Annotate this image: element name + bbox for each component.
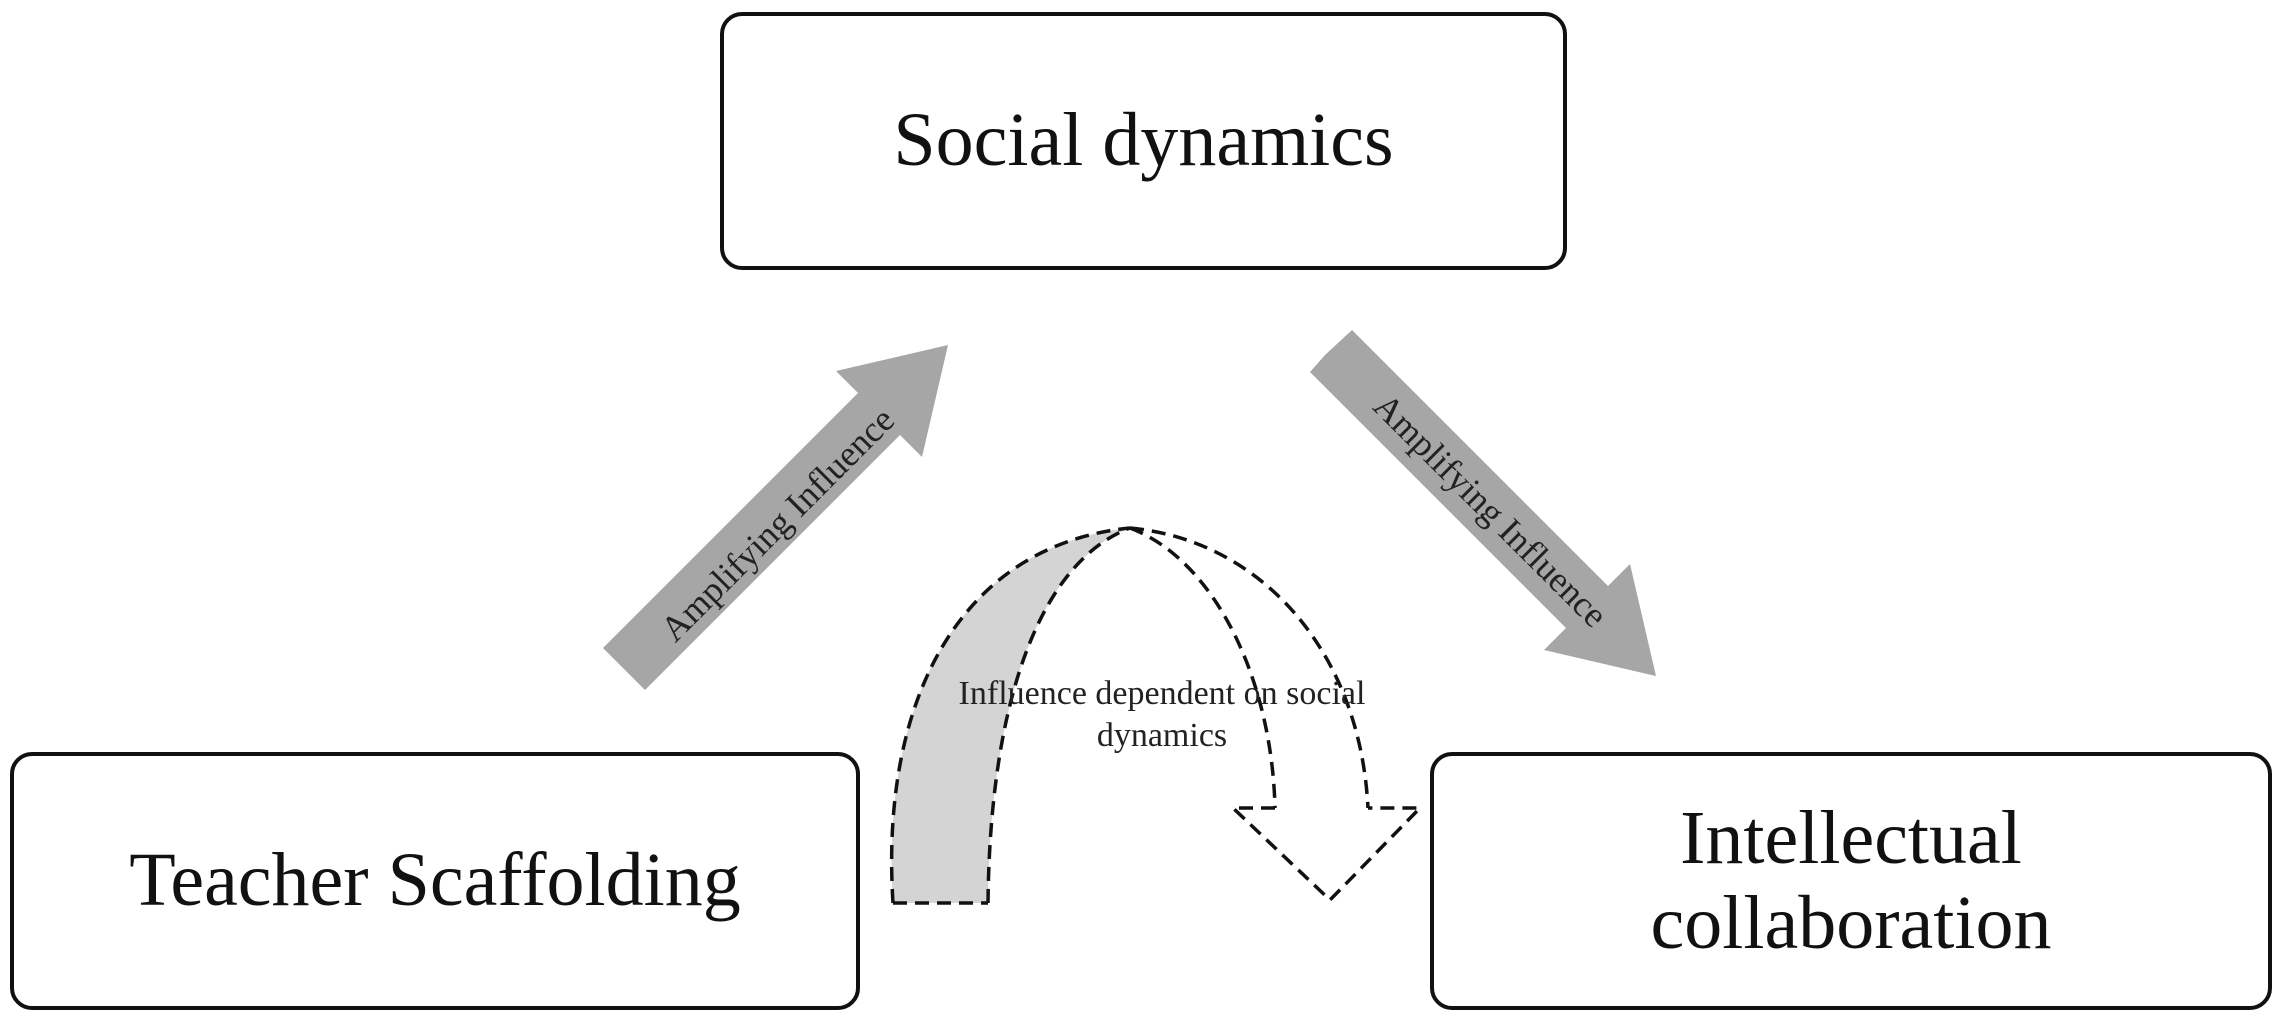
curved-arrow-label-line2: dynamics (1097, 717, 1227, 754)
node-social-dynamics-label: Social dynamics (893, 98, 1394, 183)
node-intellectual-collaboration: Intellectual collaboration (1430, 752, 2272, 1010)
node-teacher-scaffolding-label: Teacher Scaffolding (129, 838, 741, 923)
curved-arrow-inner-edge (986, 526, 1131, 904)
curved-dependent-arrow: Influence dependent on social dynamics (889, 526, 1425, 905)
node-intellectual-line1: Intellectual (1680, 795, 2022, 880)
curved-arrow-label-line1: Influence dependent on social (959, 675, 1366, 712)
node-intellectual-line2: collaboration (1650, 881, 2052, 965)
curved-arrow-descend-right (1129, 526, 1370, 809)
right-amplifying-arrow: Amplifying Influence (1310, 330, 1656, 676)
right-arrow-label: Amplifying Influence (1366, 386, 1616, 636)
curved-arrow-outer-edge (889, 526, 1131, 904)
left-amplifying-arrow: Amplifying Influence (603, 345, 948, 690)
node-teacher-scaffolding: Teacher Scaffolding (10, 752, 860, 1010)
left-arrow-label: Amplifying Influence (653, 400, 903, 650)
node-intellectual-collaboration-label: Intellectual collaboration (1651, 796, 2052, 966)
curved-arrow-band (891, 528, 1130, 903)
right-arrow-shape (1310, 330, 1656, 676)
left-arrow-shape (603, 345, 948, 690)
curved-arrow-head (1228, 806, 1425, 903)
node-social-dynamics: Social dynamics (720, 12, 1567, 270)
curved-arrow-descend-left (1129, 526, 1277, 809)
